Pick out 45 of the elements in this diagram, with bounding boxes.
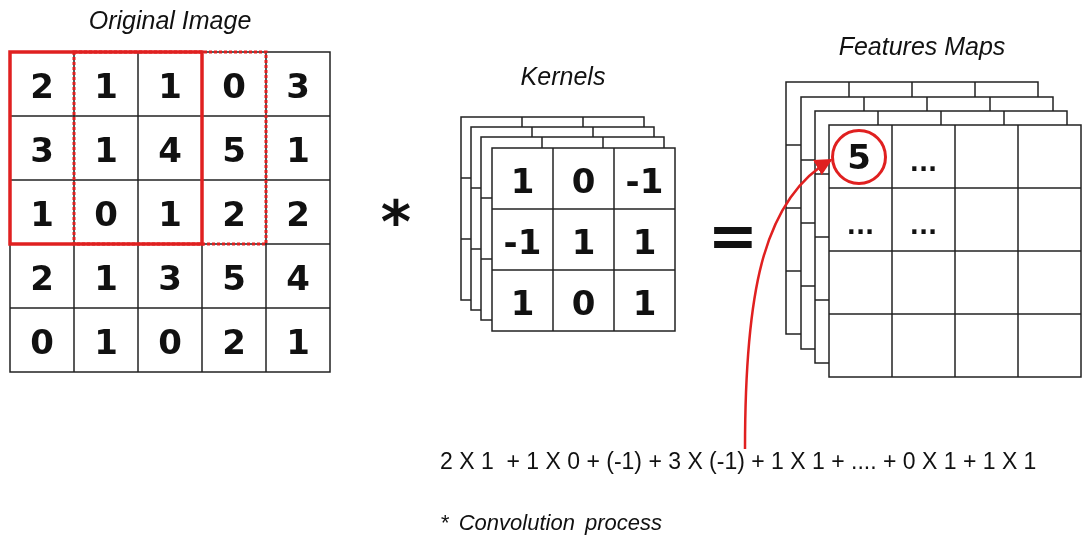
grid-number: 1	[571, 224, 596, 259]
grid-number: 1	[286, 325, 310, 359]
grid-number: 1	[510, 285, 535, 320]
grid-number: 0	[571, 163, 596, 198]
grid-number: 1	[94, 69, 118, 103]
grid-number: 0	[30, 325, 54, 359]
ellipsis-text: ...	[909, 213, 938, 238]
grid-number: 1	[158, 69, 182, 103]
grid-number: 3	[30, 133, 54, 167]
grid-title: Features Maps	[838, 34, 1006, 59]
arrow	[743, 158, 833, 449]
grid-number: 4	[158, 133, 182, 167]
grid-title: Original Image	[88, 8, 252, 33]
grid-number: 2	[222, 325, 246, 359]
grid-number: 1	[158, 197, 182, 231]
formula-text: 2 X 1 + 1 X 0 + (-1) + 3 X (-1) + 1 X 1 + .... + 0 X 1 + 1 X 1	[440, 450, 1037, 473]
grid-number: 5	[222, 261, 246, 295]
ellipsis-text: ...	[909, 150, 938, 175]
grid-number: 2	[222, 197, 246, 231]
grid-number: 1	[94, 325, 118, 359]
grid-number: 1	[632, 285, 657, 320]
grid-number: 0	[222, 69, 246, 103]
grid-number: 2	[286, 197, 310, 231]
operator-symbol: =	[707, 206, 759, 266]
ellipsis-text: ...	[846, 213, 875, 238]
operator-symbol: *	[380, 193, 412, 251]
grid-number: -1	[625, 163, 664, 198]
grid-number: 2	[30, 261, 54, 295]
grid-number: 1	[94, 133, 118, 167]
grid-number: 3	[158, 261, 182, 295]
grid-number: 1	[632, 224, 657, 259]
grid-number: 2	[30, 69, 54, 103]
grid-number: 0	[94, 197, 118, 231]
footnote-text: * Convolution process	[440, 512, 662, 534]
grid-number: 1	[286, 133, 310, 167]
grid-number: 0	[571, 285, 596, 320]
grid-number: 5	[222, 133, 246, 167]
grid-number: 3	[286, 69, 310, 103]
grid-number: 4	[286, 261, 310, 295]
grid-title: Kernels	[520, 64, 606, 89]
grid-number: 1	[94, 261, 118, 295]
grid-number: 1	[510, 163, 535, 198]
grid-number: -1	[503, 224, 542, 259]
grid-number: 0	[158, 325, 182, 359]
grid-number: 1	[30, 197, 54, 231]
